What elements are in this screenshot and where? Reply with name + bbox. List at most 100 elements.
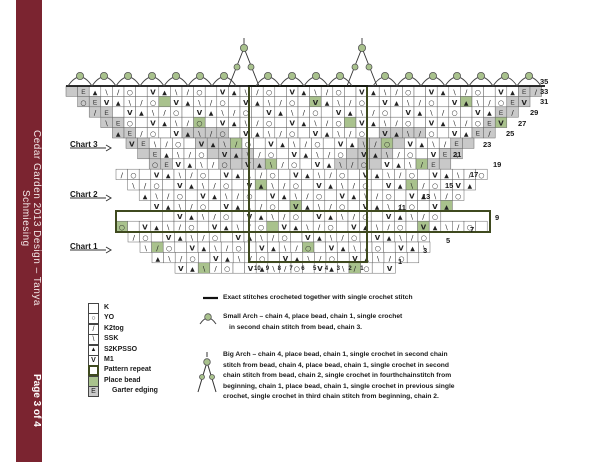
stitch-symbol: ○ [428, 99, 434, 107]
stitch-symbol: ○ [407, 151, 413, 159]
stitch-symbol: V [173, 99, 179, 107]
stitch-symbol: \ [407, 99, 410, 107]
stitch-symbol: \ [337, 130, 340, 138]
stitch-symbol: ○ [409, 172, 415, 180]
stitch-symbol: / [133, 234, 136, 242]
chart-cell [462, 137, 475, 149]
stitch-symbol: / [272, 234, 275, 242]
stitch-symbol: ▲ [325, 131, 330, 138]
garter-edging-symbol: E [522, 89, 527, 96]
stitch-symbol: \ [223, 140, 226, 148]
stitch-symbol: V [363, 203, 369, 211]
stitch-symbol: \ [363, 140, 366, 148]
stitch-symbol: ▲ [371, 89, 376, 96]
stitch-symbol: V [154, 172, 160, 180]
stitch-symbol: ○ [196, 88, 202, 96]
stitch-symbol: ○ [243, 109, 249, 117]
stitch-symbol: V [222, 151, 228, 159]
stitch-symbol: / [187, 120, 190, 128]
stitch-symbol: ▲ [155, 256, 160, 263]
garter-edging-symbol: E [476, 131, 481, 138]
stitch-symbol: ○ [312, 109, 318, 117]
stitch-symbol: V [313, 99, 319, 107]
stitch-symbol: ○ [142, 234, 148, 242]
chart-cell [463, 179, 476, 191]
stitch-symbol: \ [411, 213, 414, 221]
stitch-symbol: ○ [498, 99, 504, 107]
stitch-symbol: \ [225, 192, 228, 200]
stitch-symbol: ▲ [375, 173, 380, 180]
stitch-symbol: \ [307, 255, 310, 263]
stitch-symbol: / [213, 213, 216, 221]
small-arch [91, 72, 117, 87]
stitch-symbol: ○ [305, 244, 311, 252]
stitch-symbol: / [256, 120, 259, 128]
stitch-symbol: / [187, 88, 190, 96]
legend-swatch [88, 365, 99, 377]
stitch-symbol: / [395, 120, 398, 128]
stitch-symbol: ○ [397, 224, 403, 232]
garter-edging-symbol: E [164, 162, 169, 169]
garter-edging-symbol: E [116, 120, 121, 127]
stitch-symbol: \ [214, 244, 217, 252]
stitch-symbol: \ [191, 234, 194, 242]
stitch-symbol: ▲ [351, 193, 356, 200]
stitch-symbol: / [144, 182, 147, 190]
small-arch [372, 72, 398, 87]
stitch-symbol: \ [175, 120, 178, 128]
stitch-symbol: ▲ [325, 100, 330, 107]
stitch-symbol: / [329, 203, 332, 211]
stitch-symbol: V [338, 140, 344, 148]
stitch-symbol: ▲ [293, 225, 298, 232]
stitch-symbol: ○ [270, 203, 276, 211]
stitch-symbol: / [279, 130, 282, 138]
stitch-symbol: ○ [386, 192, 392, 200]
stitch-symbol: V [177, 213, 183, 221]
stitch-symbol: ▲ [305, 204, 310, 211]
stitch-symbol: ▲ [398, 214, 403, 221]
stitch-symbol: / [354, 265, 357, 273]
row-number: 1 [398, 257, 403, 266]
stitch-symbol: / [349, 99, 352, 107]
column-number: 10 [254, 266, 261, 272]
stitch-symbol: / [328, 151, 331, 159]
stitch-symbol: ○ [329, 255, 335, 263]
row-number: 23 [483, 140, 492, 149]
garter-edging-symbol: E [510, 100, 515, 107]
stitch-symbol: ○ [291, 161, 297, 169]
stitch-symbol: \ [293, 140, 296, 148]
stitch-symbol: \ [129, 99, 132, 107]
stitch-symbol: \ [260, 234, 263, 242]
small-arch [279, 72, 305, 87]
stitch-symbol: ▲ [257, 162, 262, 169]
stitch-symbol: ○ [409, 203, 415, 211]
stitch-symbol: ○ [270, 172, 276, 180]
stitch-symbol: \ [238, 255, 241, 263]
stitch-symbol: ▲ [328, 183, 333, 190]
stitch-symbol: / [94, 109, 97, 117]
stitch-symbol: V [316, 213, 322, 221]
exact-stitch-description: Exact stitches crocheted together with s… [223, 294, 413, 301]
stitch-symbol: \ [179, 172, 182, 180]
small-arch [468, 72, 494, 87]
stitch-symbol: ○ [268, 151, 274, 159]
stitch-symbol: \ [318, 203, 321, 211]
row-number: 7 [470, 225, 475, 234]
small-arch [187, 72, 213, 87]
stitch-symbol: ○ [266, 88, 272, 96]
column-number: 9 [265, 266, 270, 272]
stitch-symbol: \ [353, 244, 356, 252]
stitch-symbol: \ [434, 192, 437, 200]
chart-2-label: Chart 2 [70, 190, 98, 199]
stitch-symbol: ○ [130, 172, 136, 180]
garter-edging-symbol: E [141, 141, 146, 148]
stitch-symbol: ▲ [280, 141, 285, 148]
stitch-symbol: \ [132, 182, 135, 190]
stitch-symbol: ▲ [373, 152, 378, 159]
stitch-symbol: ○ [362, 182, 368, 190]
column-number: 3 [336, 266, 340, 272]
column-number: 5 [313, 266, 317, 272]
stitch-symbol: / [326, 120, 329, 128]
stitch-symbol: / [399, 172, 402, 180]
stitch-symbol: ○ [384, 140, 390, 148]
